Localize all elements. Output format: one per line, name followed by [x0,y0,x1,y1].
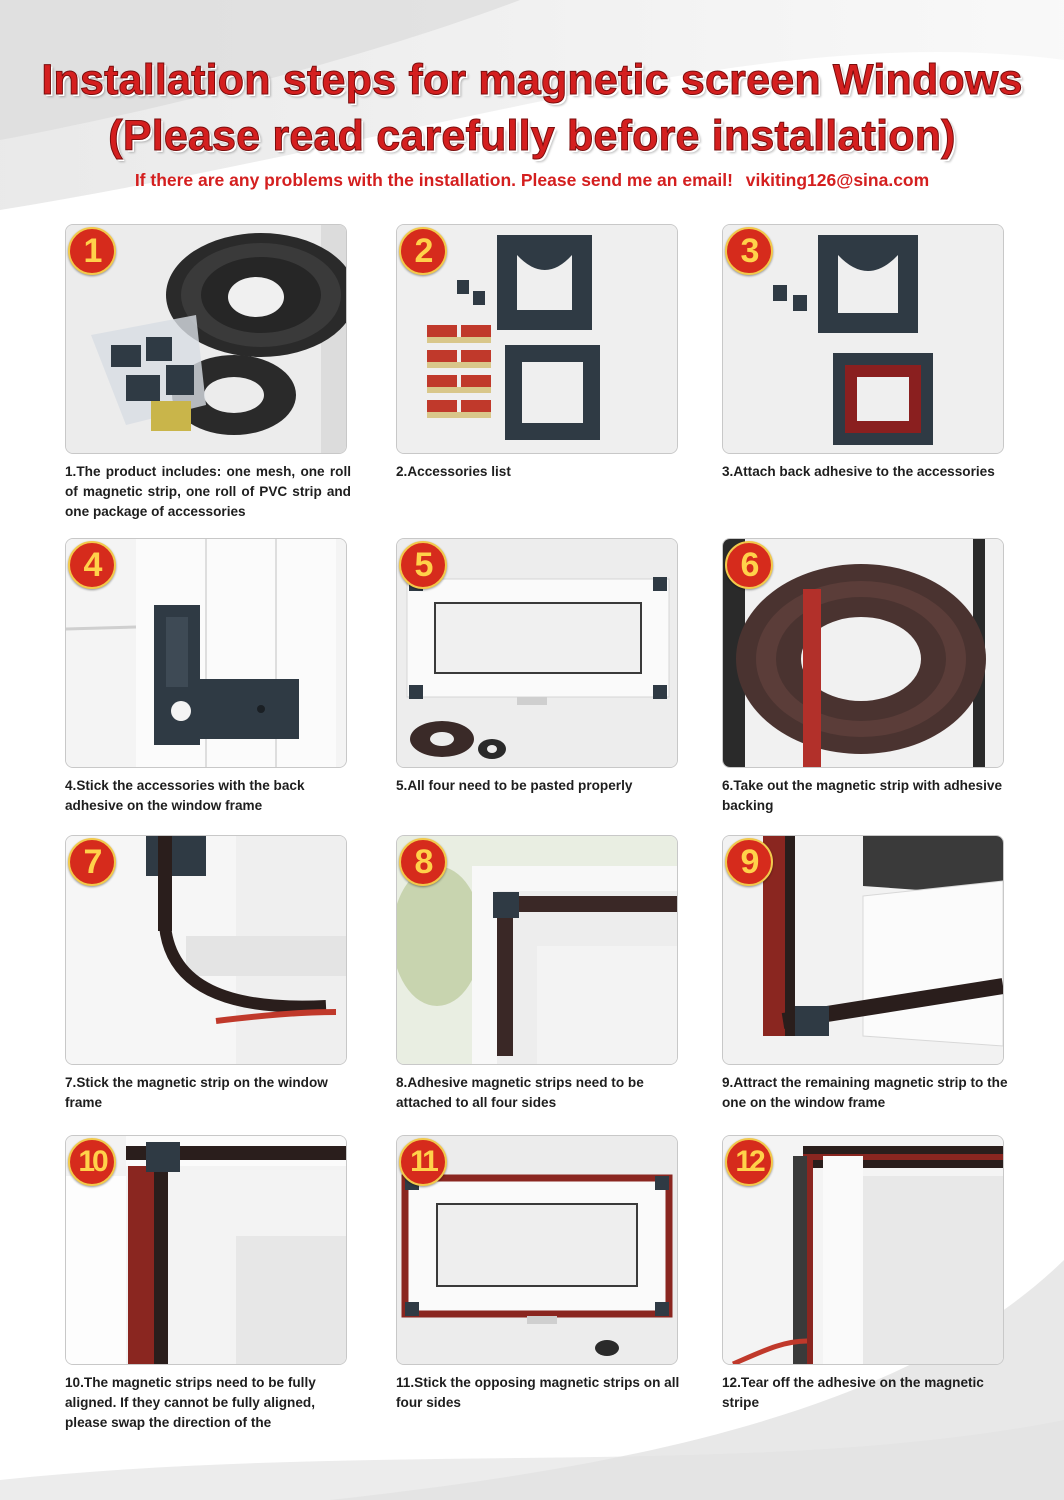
step-caption-3: 3.Attach back adhesive to the accessorie… [722,464,995,479]
step-illustration-8 [397,836,677,1064]
step-badge-3: 3 [725,227,773,275]
step-badge-5: 5 [399,541,447,589]
step-illustration-2 [397,225,677,453]
step-illustration-11 [397,1136,677,1364]
step-illustration-1 [66,225,346,453]
step-badge-6: 6 [725,541,773,589]
step-caption-11: 11.Stick the opposing magnetic strips on… [396,1375,680,1410]
step-caption-1: 1.The product includes: one mesh, one ro… [65,464,351,519]
step-caption-12: 12.Tear off the adhesive on the magnetic… [722,1375,984,1410]
page-subtitle: (Please read carefully before installati… [108,112,956,161]
contact-text: If there are any problems with the insta… [134,170,733,190]
step-photo-3 [722,224,1004,454]
step-badge-1: 1 [68,227,116,275]
step-photo-1 [65,224,347,454]
step-badge-7: 7 [68,838,116,886]
step-photo-6 [722,538,1004,768]
step-caption-6: 6.Take out the magnetic strip with adhes… [722,778,1002,813]
step-caption-10: 10.The magnetic strips need to be fully … [65,1375,316,1430]
step-caption-9: 9.Attract the remaining magnetic strip t… [722,1075,1008,1110]
step-badge-4: 4 [68,541,116,589]
step-badge-10: 10 [68,1138,116,1186]
step-photo-4 [65,538,347,768]
step-badge-2: 2 [399,227,447,275]
step-badge-9: 9 [725,838,773,886]
step-badge-11: 11 [399,1138,447,1186]
step-illustration-3 [723,225,1003,453]
contact-email-link[interactable]: vikiting126@sina.com [745,170,930,190]
page-title: Installation steps for magnetic screen W… [41,56,1023,105]
contact-line: If there are any problems with the insta… [0,170,1064,191]
step-caption-8: 8.Adhesive magnetic strips need to be at… [396,1075,644,1110]
step-illustration-10 [66,1136,346,1364]
step-photo-10 [65,1135,347,1365]
step-illustration-4 [66,539,346,767]
step-caption-2: 2.Accessories list [396,464,511,479]
step-caption-4: 4.Stick the accessories with the back ad… [65,778,305,813]
step-caption-7: 7.Stick the magnetic strip on the window… [65,1075,328,1110]
step-caption-5: 5.All four need to be pasted properly [396,778,633,793]
step-illustration-6 [723,539,1003,767]
step-badge-8: 8 [399,838,447,886]
step-badge-12: 12 [725,1138,773,1186]
